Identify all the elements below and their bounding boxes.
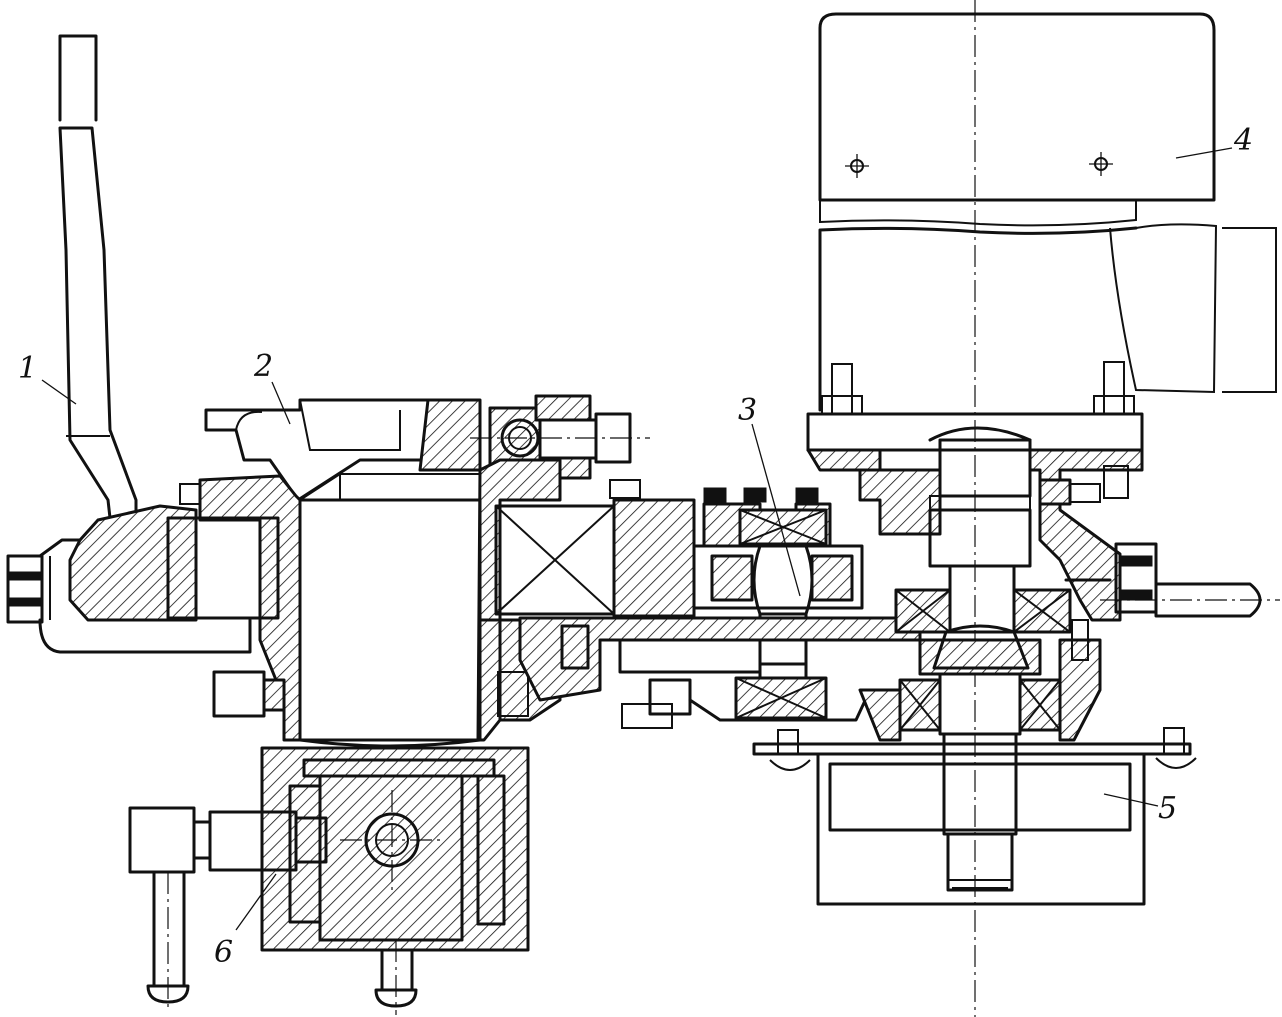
main-housing: [166, 458, 562, 742]
callouts: 1 2 3 4 5 6: [18, 123, 1253, 970]
callout-2: 2: [253, 349, 273, 384]
screws-left: [179, 483, 529, 718]
worm-wheel-housing: [518, 616, 922, 729]
callout-3: 3: [738, 393, 757, 428]
callout-1: 1: [18, 351, 37, 386]
bottom-stud: [374, 940, 418, 1015]
control-lever: [58, 34, 138, 538]
leader-lines: [41, 147, 1233, 931]
right-handle: [1064, 542, 1280, 661]
output-shaft: [858, 564, 1102, 892]
lower-gearbox: [260, 746, 530, 952]
side-knob: [128, 806, 328, 1010]
base-cup: [752, 727, 1197, 906]
shaft-box: [494, 498, 696, 618]
callout-6: 6: [214, 935, 233, 970]
spindle-column: [298, 473, 482, 748]
lever-bracket: [6, 504, 252, 654]
callout-5: 5: [1158, 791, 1177, 826]
upper-body: [204, 398, 482, 502]
callout-4: 4: [1233, 123, 1253, 158]
